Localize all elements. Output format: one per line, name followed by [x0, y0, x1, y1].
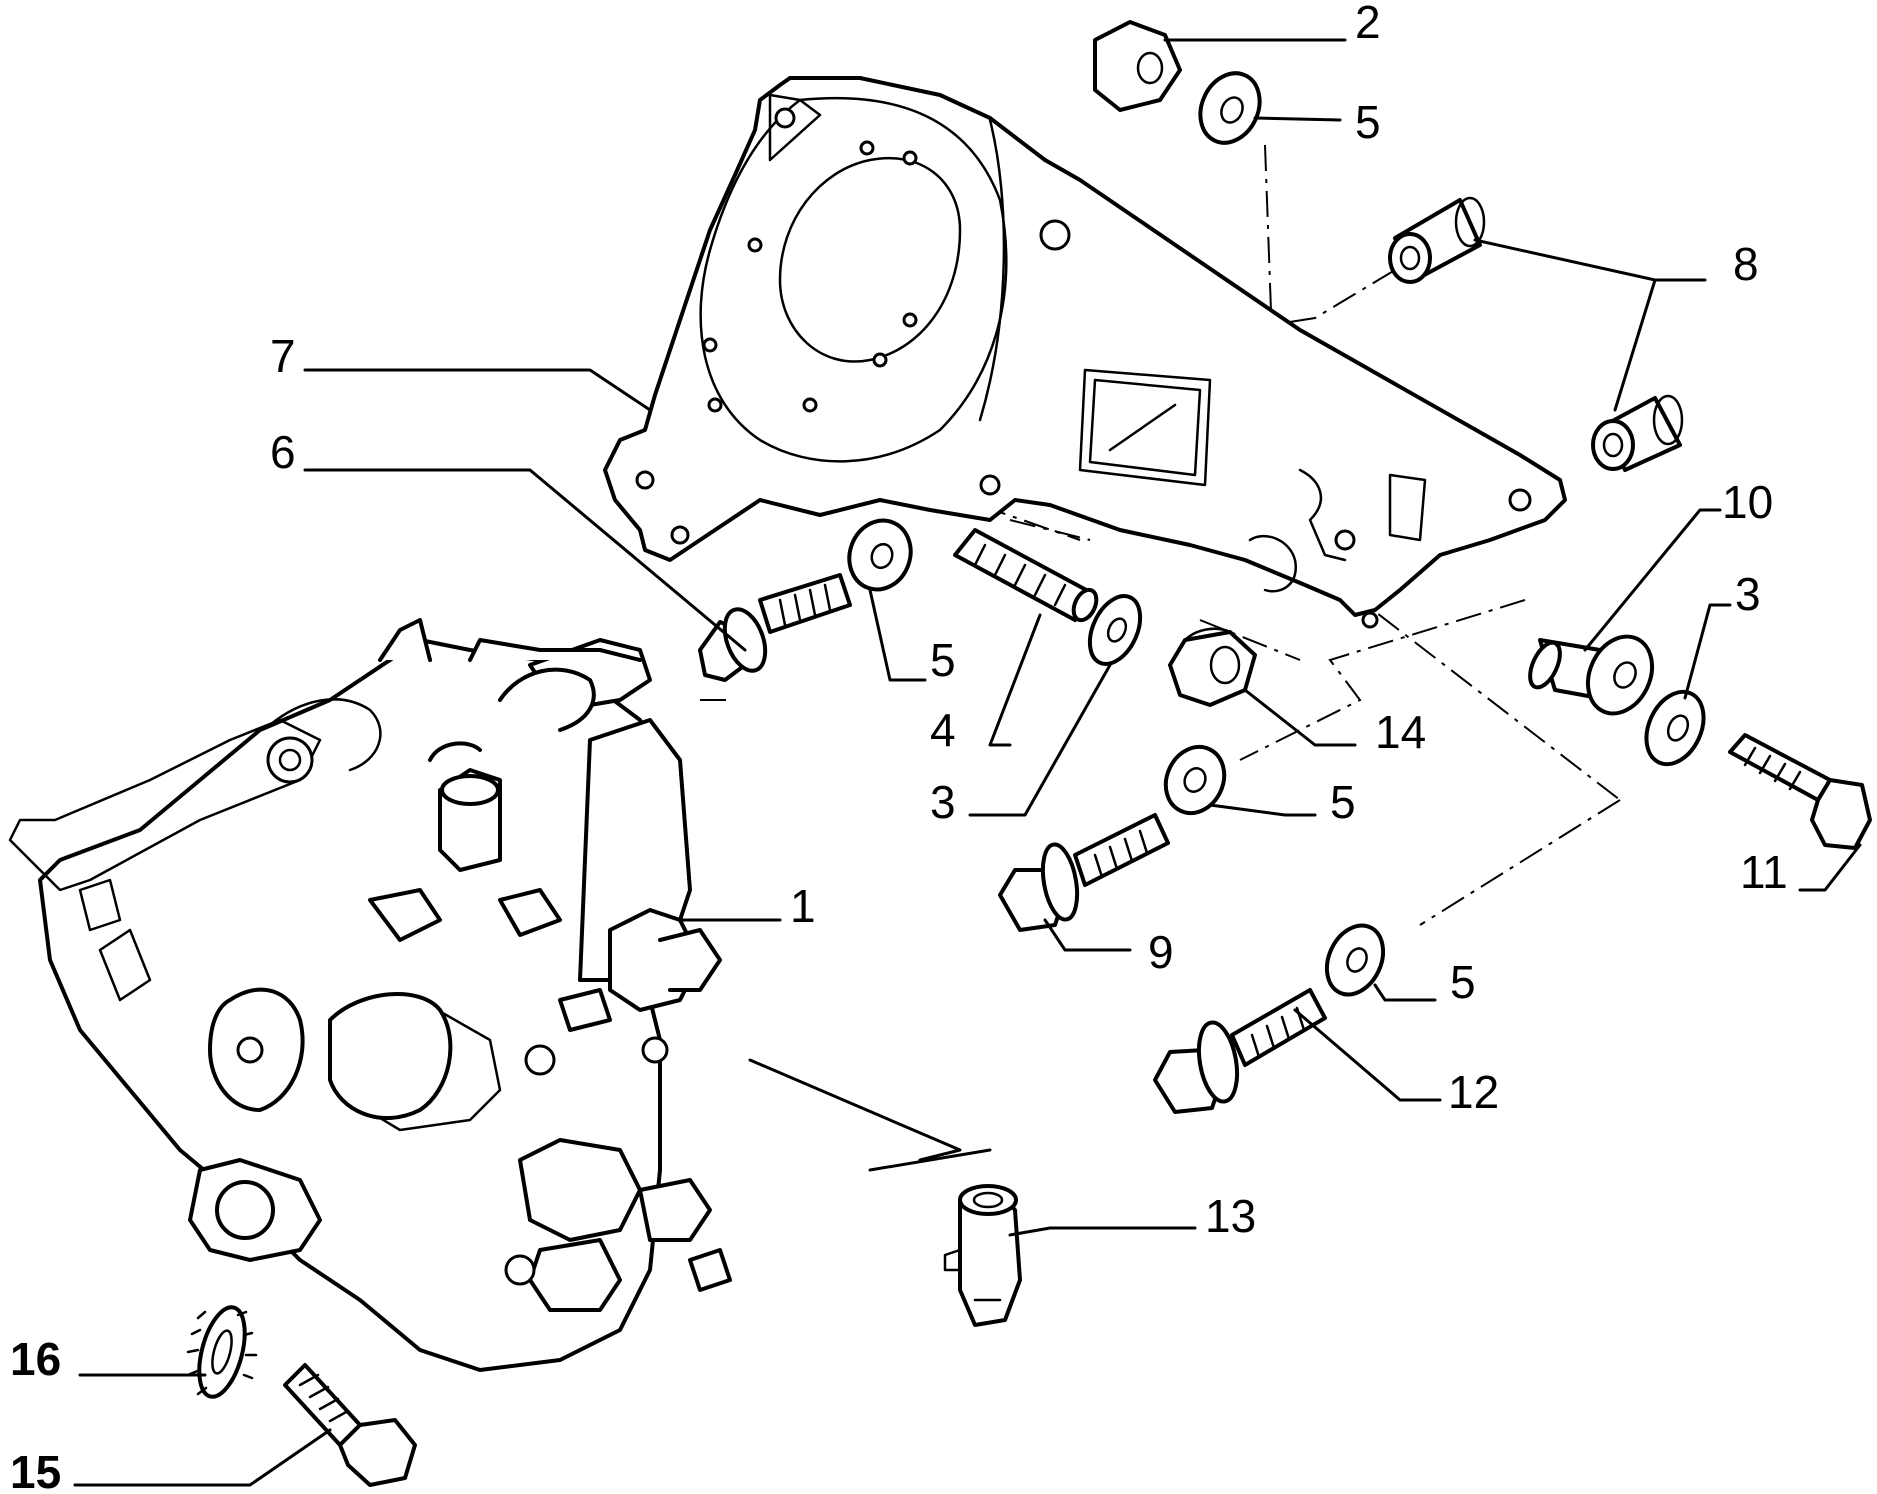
callout-8: 8 [1733, 238, 1759, 290]
callout-labels: 2 5 8 7 6 5 4 3 14 5 9 10 3 11 5 12 13 1… [10, 0, 1788, 1494]
part-7-mounting-bracket [603, 76, 1567, 629]
part-16-lock-washer [186, 1305, 258, 1399]
callout-5-bottom: 5 [1450, 956, 1476, 1008]
part-4-stud [953, 528, 1099, 623]
callout-5-middle: 5 [1330, 776, 1356, 828]
part-8-bushing-lower [1591, 394, 1684, 472]
callout-7: 7 [270, 330, 296, 382]
part-5-washer-left [847, 518, 913, 592]
leader-lines [73, 38, 1862, 1487]
part-2-nut [1093, 20, 1182, 112]
part-1-injection-pump [8, 618, 732, 1372]
part-5-washer-middle [1163, 744, 1227, 816]
part-3-washer-center [1087, 594, 1143, 666]
part-8-bushing-upper [1388, 196, 1486, 284]
callout-15: 15 [10, 1446, 61, 1494]
callout-13: 13 [1205, 1190, 1256, 1242]
callout-10: 10 [1722, 476, 1773, 528]
callout-16: 16 [10, 1333, 61, 1385]
part-13-sensor [943, 1184, 1022, 1327]
part-11-bolt [1728, 733, 1872, 850]
part-9-bolt [998, 813, 1170, 932]
part-15-hex-bolt [283, 1363, 417, 1487]
part-10-spacer [1528, 634, 1655, 716]
callout-1: 1 [790, 880, 816, 932]
part-14-flange-nut [1168, 627, 1257, 707]
part-3-washer-right [1644, 689, 1706, 767]
part-5-washer-top [1198, 71, 1262, 145]
part-6-bolt [698, 573, 852, 682]
callout-14: 14 [1375, 706, 1426, 758]
part-12-bolt [1153, 988, 1327, 1114]
callout-11: 11 [1740, 846, 1788, 898]
callout-9: 9 [1148, 926, 1174, 978]
callout-3-center: 3 [930, 776, 956, 828]
callout-4: 4 [930, 704, 956, 756]
callout-2: 2 [1355, 0, 1381, 48]
callout-12: 12 [1448, 1066, 1499, 1118]
callout-6: 6 [270, 426, 296, 478]
callout-5-top: 5 [1355, 96, 1381, 148]
callout-3-right: 3 [1735, 568, 1761, 620]
part-5-washer-bottom [1324, 923, 1386, 997]
callout-5-left: 5 [930, 634, 956, 686]
